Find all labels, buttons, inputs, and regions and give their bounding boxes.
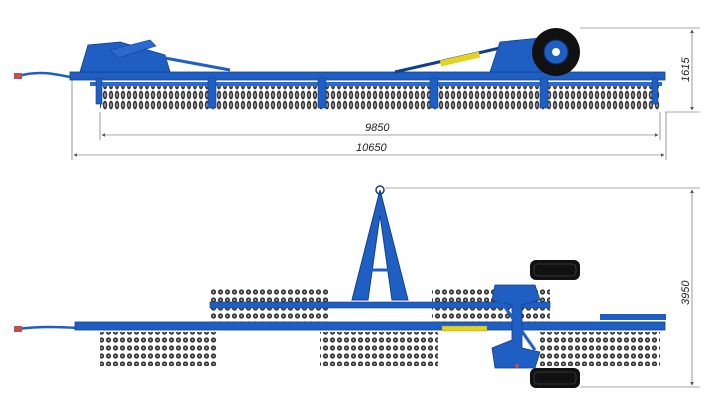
- top-wheel-lower: [530, 368, 580, 388]
- axle-marker: [515, 364, 519, 368]
- top-rear-beam: [209, 301, 551, 309]
- side-wheel: [532, 28, 580, 76]
- top-roller-gang-4: [320, 332, 438, 366]
- side-roller-gang: [100, 86, 660, 110]
- transport-axle-frame: [491, 284, 541, 369]
- working-length-label: 9850: [365, 122, 390, 134]
- front-tower-arm: [109, 39, 157, 59]
- hitch-tip: [14, 73, 22, 79]
- top-view: [14, 185, 666, 388]
- side-dimensions: 9850 10650 1615: [71, 27, 700, 160]
- main-beam: [69, 71, 666, 81]
- top-dimensions: 3950: [385, 187, 700, 388]
- hitch-hose: [17, 71, 76, 80]
- lower-beam: [90, 82, 662, 86]
- top-front-tail: [600, 314, 666, 320]
- drawbar-eye: [375, 185, 385, 195]
- top-hitch-hose: [17, 325, 79, 331]
- top-hitch-tip: [14, 326, 22, 332]
- top-roller-gang-5: [540, 332, 660, 366]
- a-frame-drawbar: [351, 189, 409, 301]
- side-hydraulic-cylinder: [439, 51, 481, 67]
- top-main-beam: [74, 321, 666, 331]
- top-hydraulic-cylinder: [441, 325, 488, 332]
- top-roller-gang-3: [100, 332, 218, 366]
- top-wheel-upper: [530, 260, 580, 280]
- height-label: 1615: [680, 57, 692, 82]
- working-width-label: 3950: [680, 280, 692, 305]
- side-support-posts: [95, 77, 659, 109]
- overall-length-label: 10650: [356, 142, 387, 154]
- front-brace: [164, 56, 231, 72]
- side-view: [14, 28, 666, 110]
